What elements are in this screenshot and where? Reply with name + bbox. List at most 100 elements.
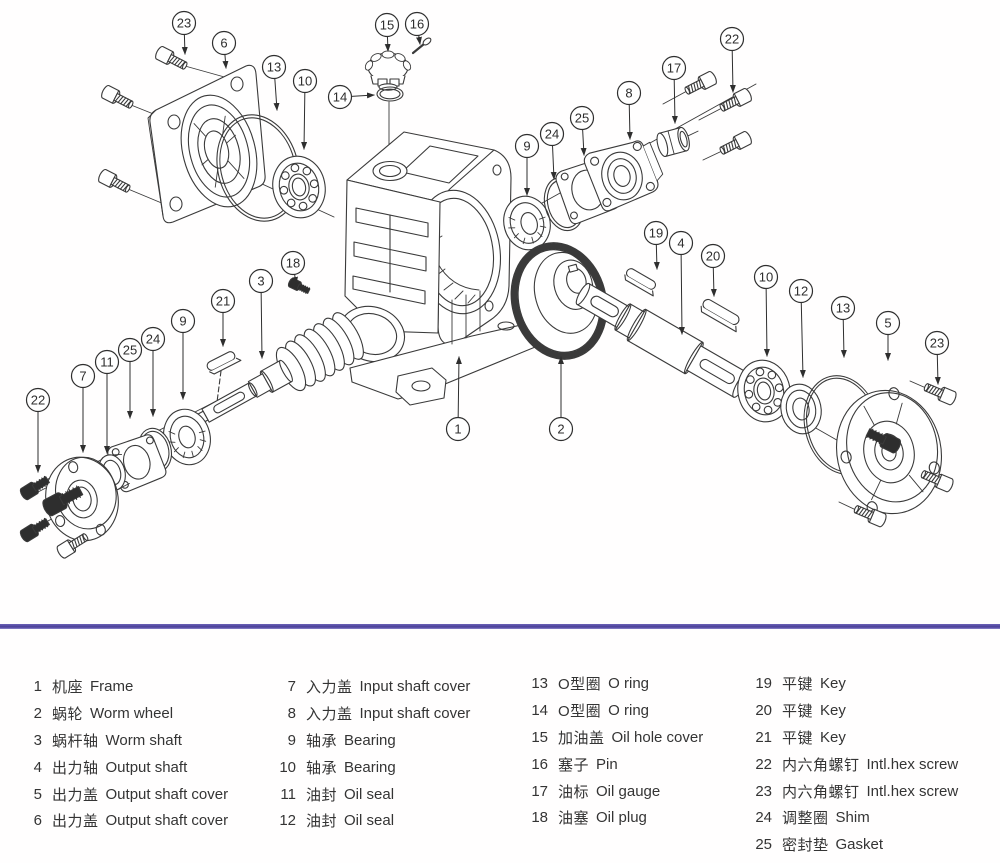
callout-circle-9: [172, 310, 195, 333]
callout-number: 17: [667, 61, 681, 76]
callout-circle-17: [663, 57, 686, 80]
part-name-cn: 平键: [782, 702, 814, 720]
part-name-en: Output shaft: [105, 758, 188, 776]
part-name-cn: 调整圈: [782, 810, 829, 828]
oil-gauge-17: [655, 123, 702, 157]
callout-circle-13: [832, 297, 855, 320]
callout-leader: [292, 274, 298, 285]
part-name-cn: 蜗杆轴: [52, 732, 99, 750]
callout-number: 8: [625, 86, 632, 101]
callout-circle-25: [119, 339, 142, 362]
part-name-en: Bearing: [344, 731, 396, 749]
callout-number: 15: [380, 18, 394, 33]
part-number: 15: [531, 728, 548, 746]
callout-number: 3: [257, 274, 264, 289]
part-number: 24: [755, 809, 772, 827]
callout-number: 13: [267, 60, 281, 75]
callout-number: 25: [575, 111, 589, 126]
callout-number: 6: [220, 36, 227, 51]
callout-circle-19: [645, 222, 668, 245]
callout-circle-10: [294, 70, 317, 93]
part-name-cn: 出力盖: [52, 813, 99, 831]
callout-circle-21: [212, 290, 235, 313]
callout-leader: [258, 292, 265, 359]
part-name-cn: 内六角螺钉: [782, 783, 860, 801]
callout-number: 4: [677, 236, 684, 251]
bearing-9-top: [498, 191, 556, 255]
callout-circle-4: [670, 232, 693, 255]
part-name-en: Worm wheel: [90, 704, 174, 722]
callout-number: 14: [333, 90, 347, 105]
callout-circle-3: [250, 270, 273, 293]
section-divider: [0, 624, 1000, 629]
part-name-en: Oil plug: [596, 809, 647, 827]
callout-number: 9: [179, 314, 186, 329]
part-name-en: Output shaft cover: [105, 785, 229, 803]
callout-number: 10: [298, 74, 312, 89]
callout-circle-16: [406, 13, 429, 36]
callout-circle-5: [877, 312, 900, 335]
part-name-cn: 内六角螺钉: [782, 756, 860, 774]
part-name-cn: 密封垫: [782, 837, 829, 855]
parts-list-row: 21 平键 Key: [748, 724, 958, 751]
callout-circle-23: [926, 332, 949, 355]
part-name-en: Intl.hex screw: [866, 782, 959, 800]
callout-number: 20: [706, 249, 720, 264]
callout-number: 24: [146, 332, 160, 347]
part-name-en: Input shaft cover: [359, 704, 471, 722]
part-name-cn: 蜗轮: [52, 705, 84, 723]
parts-list-row: 4 出力轴 Output shaft: [18, 754, 228, 781]
part-name-en: Key: [820, 728, 846, 746]
callout-leader: [934, 354, 941, 385]
callout-leader: [351, 92, 375, 99]
pin-16: [413, 37, 432, 53]
part-name-cn: 塞子: [558, 756, 590, 774]
part-number: 4: [33, 758, 42, 776]
part-name-cn: 油标: [558, 783, 590, 801]
part-number: 1: [33, 677, 42, 695]
part-name-cn: 轴承: [306, 732, 338, 750]
part-name-cn: 加油盖: [558, 729, 605, 747]
callout-number: 22: [725, 32, 739, 47]
callout-circle-24: [541, 123, 564, 146]
callout-leader: [729, 50, 736, 93]
callout-leader: [222, 54, 229, 69]
part-name-cn: 出力轴: [52, 759, 99, 777]
part-name-en: Input shaft cover: [359, 677, 471, 695]
bearing-9-left: [158, 404, 217, 470]
callout-leader: [273, 78, 280, 111]
callout-circle-8: [618, 82, 641, 105]
callout-number: 11: [100, 355, 114, 370]
exploded-diagram: 2361310151614221782524919420101213523121…: [18, 0, 959, 561]
part-name-en: Frame: [90, 677, 134, 695]
callout-leader: [415, 35, 422, 45]
part-name-en: Bearing: [344, 758, 396, 776]
part-name-en: Intl.hex screw: [866, 755, 959, 773]
part-name-cn: 轴承: [306, 759, 338, 777]
part-name-en: Output shaft cover: [105, 812, 229, 830]
part-number: 21: [755, 728, 772, 746]
callout-number: 12: [794, 284, 808, 299]
part-name-cn: 平键: [782, 729, 814, 747]
callout-number: 23: [930, 336, 944, 351]
part-number: 19: [755, 674, 772, 692]
callout-leader: [763, 288, 770, 357]
callout-circle-22: [721, 28, 744, 51]
callout-circle-13: [263, 56, 286, 79]
callout-number: 16: [410, 17, 424, 32]
part-name-en: Worm shaft: [105, 731, 182, 749]
part-number: 12: [279, 812, 296, 830]
